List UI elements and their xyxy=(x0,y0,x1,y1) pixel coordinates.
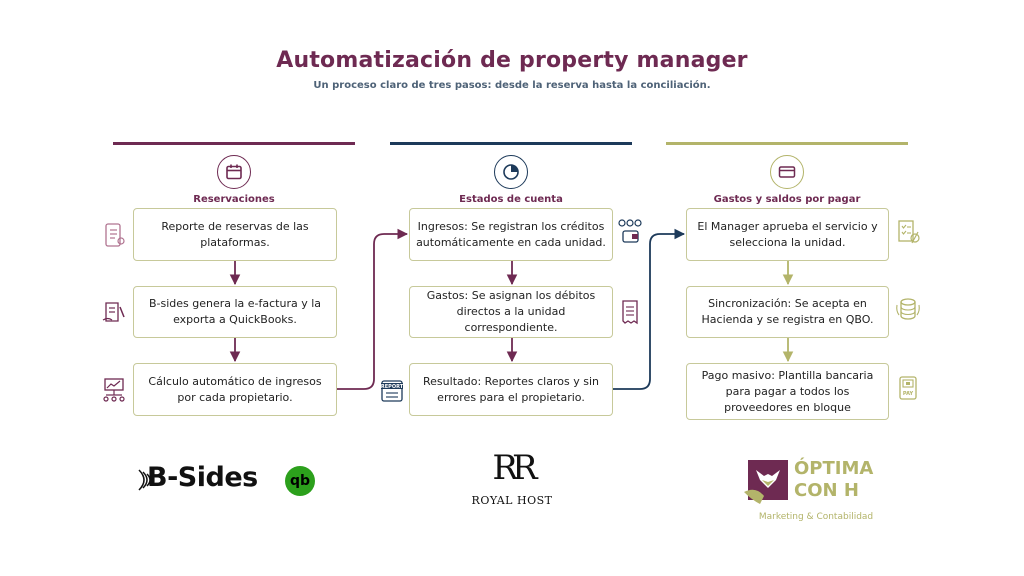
pay-terminal-icon: PAY xyxy=(894,374,922,402)
step-box: B-sides genera la e-factura y la exporta… xyxy=(133,286,337,338)
arrow-c1-to-c2 xyxy=(336,228,409,390)
royal-host-wordmark: ROYAL HOST xyxy=(471,494,553,507)
wallet-coins-icon xyxy=(616,218,644,246)
fox-icon xyxy=(744,460,788,504)
arrow-c2-to-c3 xyxy=(613,228,686,390)
phone-checklist-icon xyxy=(100,221,128,249)
quickbooks-wordmark: qb xyxy=(289,473,311,489)
receipt-icon xyxy=(616,298,644,326)
optima-line1: ÓPTIMA xyxy=(794,458,874,479)
optima-logo: ÓPTIMA CON H Marketing & Contabilidad xyxy=(740,452,890,528)
step-box: Reporte de reservas de las plataformas. xyxy=(133,208,337,261)
step-box: Gastos: Se asignan los débitos directos … xyxy=(409,286,613,338)
royal-host-mark: RR xyxy=(492,448,537,488)
calendar-icon xyxy=(217,155,251,189)
column-bar-reservaciones xyxy=(113,142,355,145)
step-box: Sincronización: Se acepta en Hacienda y … xyxy=(686,286,889,338)
optima-tagline: Marketing & Contabilidad xyxy=(758,512,874,522)
quickbooks-logo: qb xyxy=(285,466,315,496)
step-box: Ingresos: Se registran los créditos auto… xyxy=(409,208,613,261)
pay-icon-label: PAY xyxy=(903,391,914,397)
approval-document-icon xyxy=(894,218,922,246)
report-icon: REPORT xyxy=(378,377,406,405)
column-bar-estados xyxy=(390,142,632,145)
page-subtitle: Un proceso claro de tres pasos: desde la… xyxy=(313,80,711,91)
report-icon-label: REPORT xyxy=(381,384,404,390)
step-box: Pago masivo: Plantilla bancaria para pag… xyxy=(686,363,889,420)
step-box: Resultado: Reportes claros y sin errores… xyxy=(409,363,613,416)
network-chart-icon xyxy=(100,376,128,404)
page-title: Automatización de property manager xyxy=(276,48,748,73)
column-title-estados: Estados de cuenta xyxy=(459,194,563,205)
credit-card-icon xyxy=(770,155,804,189)
optima-line2: CON H xyxy=(794,480,859,501)
column-title-gastos: Gastos y saldos por pagar xyxy=(713,194,861,205)
sync-database-icon xyxy=(894,295,922,323)
column-title-reservaciones: Reservaciones xyxy=(193,194,275,205)
invoice-pen-icon xyxy=(100,298,128,326)
bsides-mark-icon xyxy=(138,469,151,491)
bsides-wordmark: B-Sides xyxy=(147,462,258,493)
column-bar-gastos xyxy=(666,142,908,145)
pie-chart-icon xyxy=(494,155,528,189)
step-box: El Manager aprueba el servicio y selecci… xyxy=(686,208,889,261)
royal-host-logo: RR ROYAL HOST xyxy=(462,448,562,512)
step-box: Cálculo automático de ingresos por cada … xyxy=(133,363,337,416)
